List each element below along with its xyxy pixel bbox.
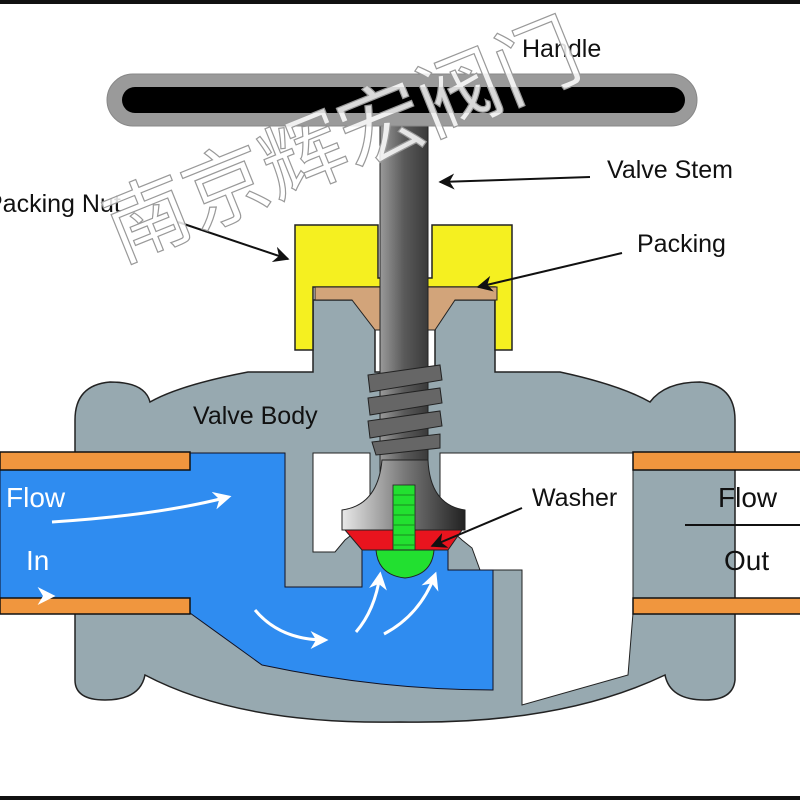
bottom-border	[0, 796, 800, 800]
flow-arrows	[51, 491, 439, 649]
flow-out-label: Flow	[718, 482, 778, 513]
outlet-pipe	[632, 451, 800, 615]
valve-stem-arrow	[438, 173, 591, 190]
packing-nut	[294, 224, 513, 351]
washer-arrow	[430, 507, 523, 548]
inlet-pipe	[0, 451, 191, 615]
washer-label: Washer	[532, 484, 617, 512]
packing-nut-arrow	[177, 221, 290, 262]
stem-threads	[367, 364, 443, 456]
handle	[106, 73, 698, 127]
top-border	[0, 0, 800, 4]
screw-head	[375, 549, 435, 579]
screw-threads	[393, 494, 415, 546]
valve-body-label: Valve Body	[193, 402, 318, 430]
flow-out-label-2: Out	[724, 545, 769, 576]
flow-in-label: Flow	[6, 482, 66, 513]
packing-nut-label: Packing Nut	[0, 190, 121, 218]
packing-label: Packing	[637, 230, 726, 258]
flow-in-label-2: In	[26, 545, 49, 576]
water-flow-region	[0, 452, 494, 691]
valve-stem-label: Valve Stem	[607, 156, 733, 184]
handle-label: Handle	[522, 35, 601, 63]
callout-arrows	[177, 173, 623, 548]
packing-arrow	[476, 252, 623, 292]
